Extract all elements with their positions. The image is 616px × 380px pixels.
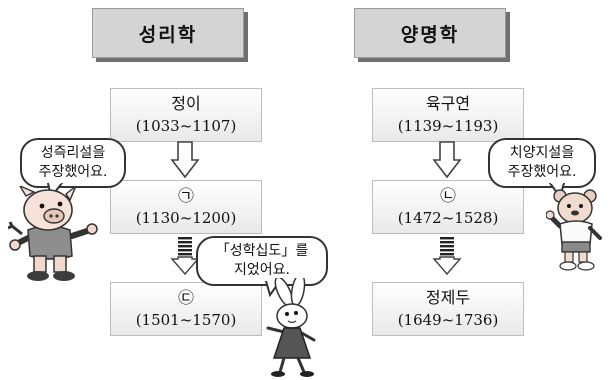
speech-bubble-left-line2: 주장했어요. <box>38 164 108 180</box>
right-person-2-years: (1472~1528) <box>397 209 499 227</box>
speech-bubble-right: 치양지설을 주장했어요. <box>488 138 596 188</box>
speech-bubble-left: 성즉리설을 주장했어요. <box>20 138 126 188</box>
left-person-2-years: (1130~1200) <box>135 209 237 227</box>
right-person-3-years: (1649~1736) <box>397 311 499 329</box>
speech-bubble-left-line1: 성즉리설을 <box>40 145 106 161</box>
bear-character-icon <box>546 189 602 271</box>
down-arrow-striped-icon <box>432 237 462 276</box>
left-person-box-2: ㉠ (1130~1200) <box>110 180 262 234</box>
right-person-1-name: 육구연 <box>425 94 471 113</box>
down-arrow-striped-icon <box>170 237 200 276</box>
speech-bubble-right-line2: 주장했어요. <box>507 164 577 180</box>
right-person-box-2: ㉡ (1472~1528) <box>372 180 524 234</box>
pig-character-icon <box>8 186 98 281</box>
left-person-box-3: ㉢ (1501~1570) <box>110 282 262 336</box>
down-arrow-outline-icon <box>432 141 462 179</box>
seongnihak-header-label: 성리학 <box>138 23 198 46</box>
down-arrow-outline-icon <box>170 141 200 179</box>
left-person-3-name: ㉢ <box>177 288 194 307</box>
speech-bubble-right-line1: 치양지설을 <box>509 145 575 161</box>
rabbit-character-icon <box>266 278 316 377</box>
left-person-1-years: (1033~1107) <box>135 117 237 135</box>
speech-bubble-middle-line2: 지었어요. <box>234 262 290 278</box>
right-person-box-1: 육구연 (1139~1193) <box>372 88 524 142</box>
left-person-3-years: (1501~1570) <box>135 311 237 329</box>
left-person-2-name: ㉠ <box>177 186 194 205</box>
left-person-1-name: 정이 <box>171 94 201 113</box>
speech-bubble-middle-line1: 「성학십도」를 <box>215 243 309 259</box>
yangmyeonghak-header: 양명학 <box>354 8 506 58</box>
left-person-box-1: 정이 (1033~1107) <box>110 88 262 142</box>
right-person-2-name: ㉡ <box>439 186 456 205</box>
right-person-box-3: 정제두 (1649~1736) <box>372 282 524 336</box>
right-person-1-years: (1139~1193) <box>397 117 499 135</box>
speech-bubble-middle: 「성학십도」를 지었어요. <box>196 236 328 286</box>
yangmyeonghak-header-label: 양명학 <box>400 23 460 46</box>
seongnihak-header: 성리학 <box>92 8 244 58</box>
right-person-3-name: 정제두 <box>425 288 471 307</box>
